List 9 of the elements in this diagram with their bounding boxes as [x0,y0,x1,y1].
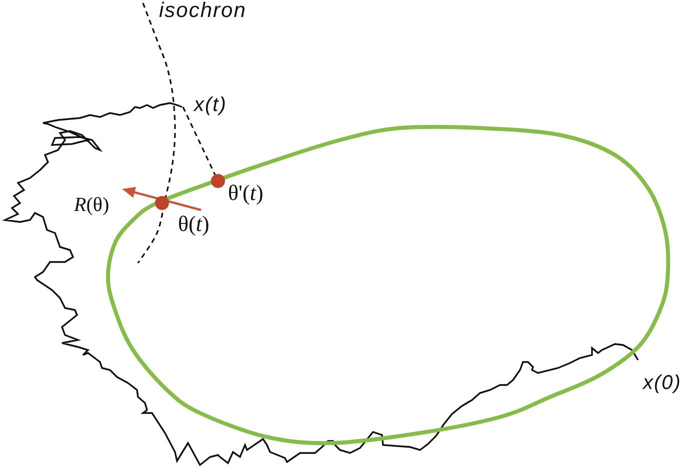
vector-label: R(θ) [74,195,110,215]
state-label: x(t) [183,95,227,115]
projection-line [182,106,216,176]
curve-label: isochron [159,0,246,21]
phase-point-icon [211,174,225,188]
phase-label: θ'(t) [228,182,264,204]
state-label: x(0) [643,373,682,393]
phase-label: θ(t) [178,213,210,235]
phase-point-icon [155,196,169,210]
